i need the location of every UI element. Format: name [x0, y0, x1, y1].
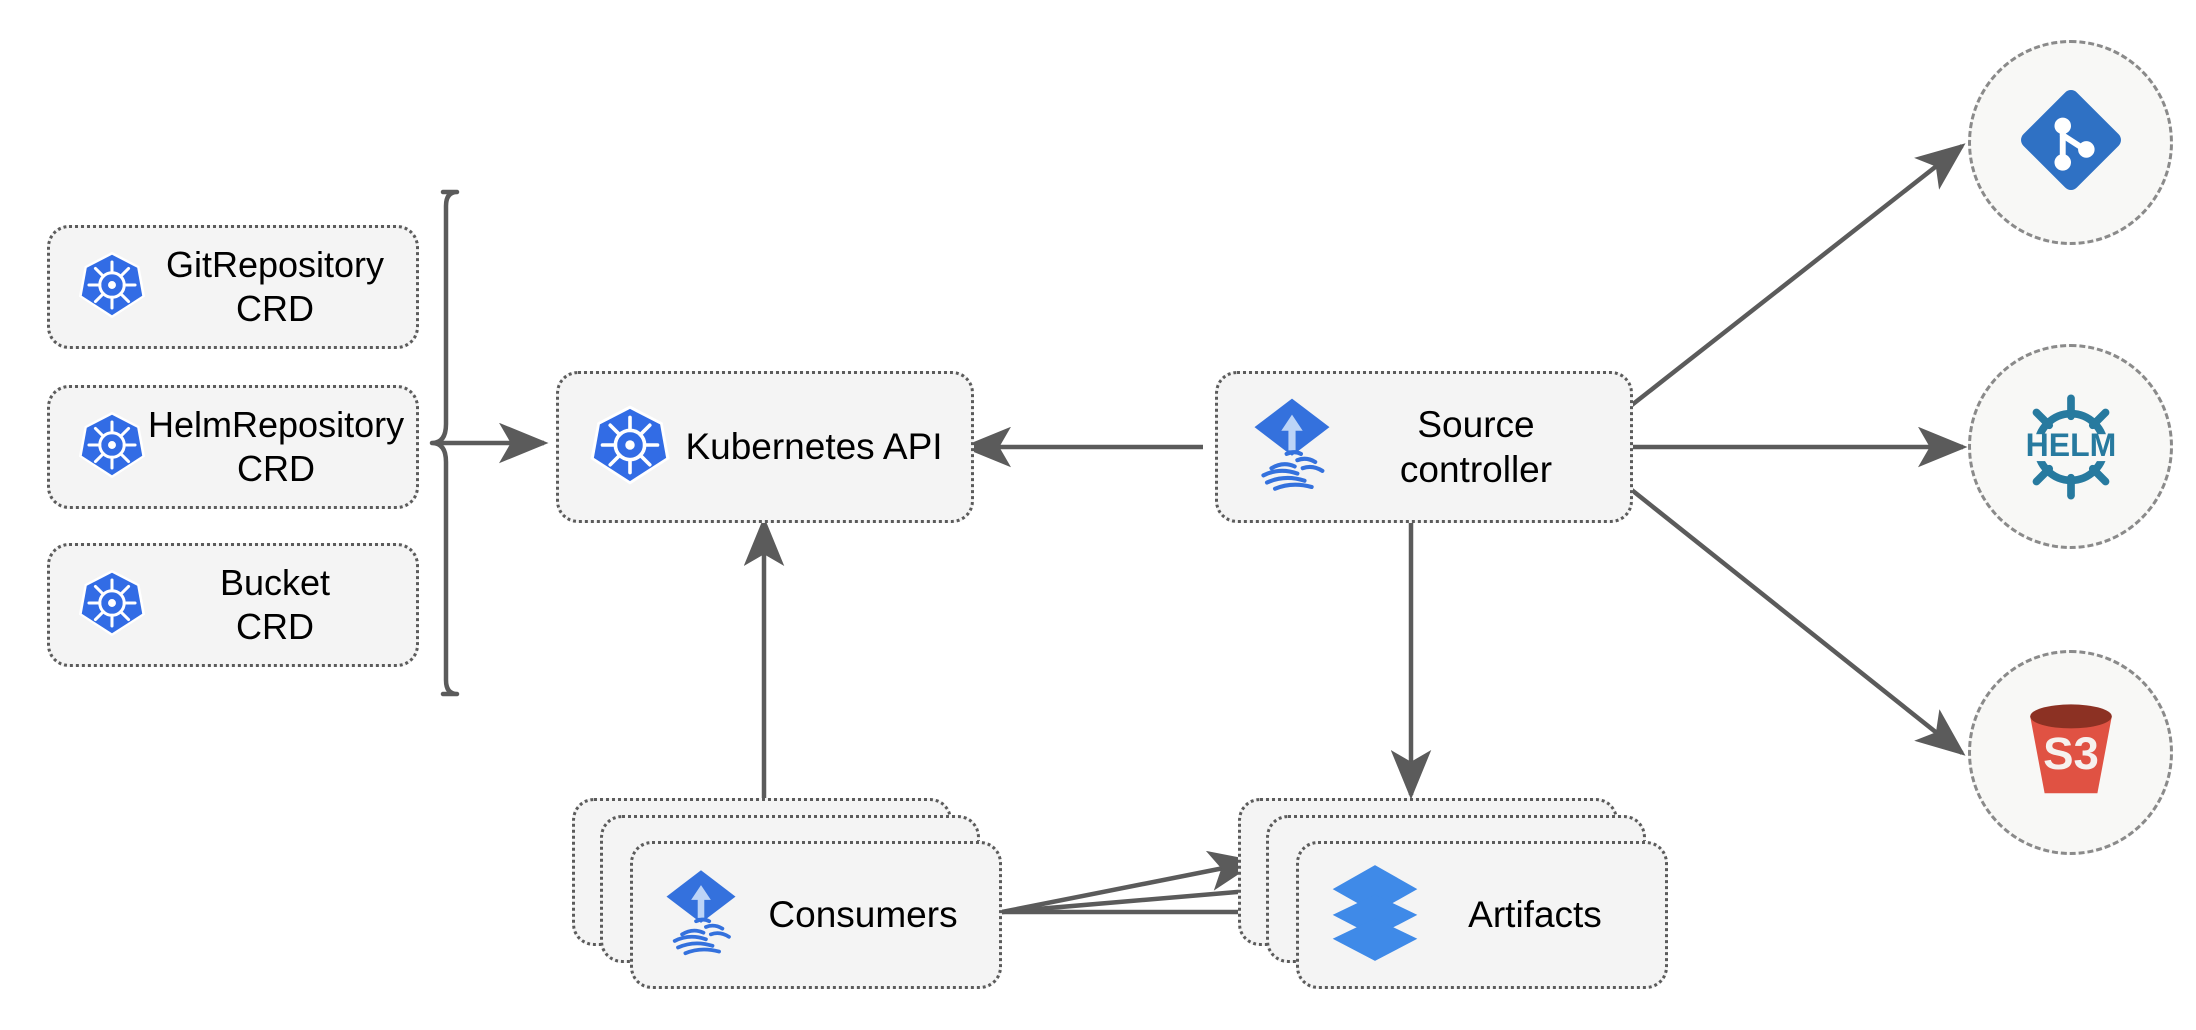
crd-group-brace: [429, 189, 460, 697]
kubernetes-icon: [76, 567, 148, 644]
node-source-controller[interactable]: Source controller: [1215, 371, 1633, 523]
node-label-consumers: Consumers: [768, 894, 958, 936]
node-kubernetes-api[interactable]: Kubernetes API: [556, 371, 974, 523]
kubernetes-icon: [587, 402, 673, 493]
s3-label: S3: [2043, 728, 2099, 779]
node-label-artifacts: Artifacts: [1468, 894, 1602, 936]
crd-label: GitRepository CRD: [165, 244, 385, 329]
edge-consumers-to-artifacts-1: [1001, 850, 1259, 915]
external-git[interactable]: [1968, 40, 2173, 245]
crd-label: Bucket CRD: [219, 562, 331, 647]
external-helm[interactable]: HELM: [1968, 344, 2173, 549]
edge-source-controller-to-git: [1626, 143, 1966, 410]
git-icon: [2012, 81, 2130, 204]
helm-icon: HELM: [2007, 383, 2135, 511]
flux-icon: [1246, 395, 1338, 500]
kubernetes-icon: [76, 409, 148, 486]
node-label-source-controller: Source controller: [1399, 403, 1553, 490]
crd-box-gitrepository[interactable]: GitRepository CRD: [47, 225, 419, 349]
crd-box-bucket[interactable]: Bucket CRD: [47, 543, 419, 667]
helm-label: HELM: [2025, 426, 2116, 462]
flux-icon: [659, 867, 743, 964]
node-consumers[interactable]: Consumers: [630, 841, 1002, 989]
layers-icon: [1329, 863, 1421, 968]
node-artifacts[interactable]: Artifacts: [1296, 841, 1668, 989]
edge-source-controller-to-s3: [1626, 485, 1966, 756]
crd-label: HelmRepository CRD: [148, 404, 405, 489]
kubernetes-icon: [76, 249, 148, 326]
node-label-kubernetes-api: Kubernetes API: [685, 426, 943, 468]
external-s3[interactable]: S3: [1968, 650, 2173, 855]
s3-icon: S3: [2011, 690, 2131, 815]
crd-box-helmrepository[interactable]: HelmRepository CRD: [47, 385, 419, 509]
